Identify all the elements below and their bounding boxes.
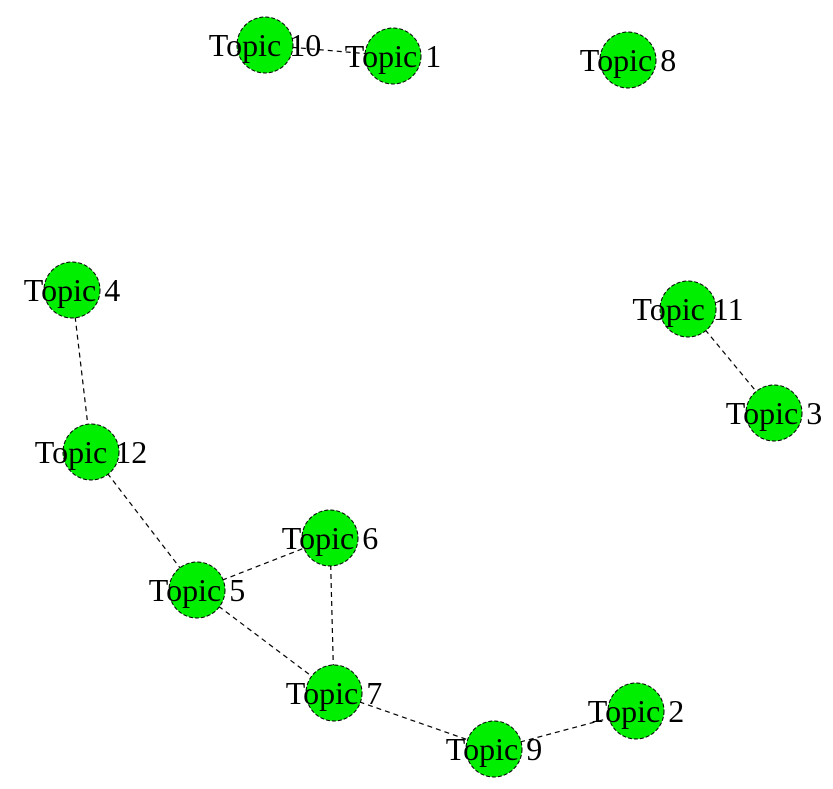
node-circle [305, 664, 363, 722]
node-label: Topic 4 [24, 272, 120, 308]
node-t12: Topic 12 [35, 423, 147, 481]
edge-t5-t7 [196, 589, 335, 694]
node-t9: Topic 9 [446, 720, 542, 778]
node-label: Topic 10 [209, 27, 321, 63]
node-label: Topic 6 [282, 520, 378, 556]
edges-layer [71, 44, 775, 750]
node-label: Topic 3 [726, 395, 822, 431]
node-circle [301, 509, 359, 567]
node-t5: Topic 5 [149, 561, 245, 619]
node-circle [43, 261, 101, 319]
node-label: Topic 12 [35, 434, 147, 470]
node-t11: Topic 11 [632, 280, 744, 338]
node-t2: Topic 2 [588, 682, 684, 740]
node-label: Topic 7 [286, 675, 382, 711]
node-label: Topic 9 [446, 731, 542, 767]
node-circle [62, 423, 120, 481]
node-circle [659, 280, 717, 338]
node-circle [599, 31, 657, 89]
node-label: Topic 8 [580, 42, 676, 78]
node-t4: Topic 4 [24, 261, 120, 319]
node-t6: Topic 6 [282, 509, 378, 567]
node-t3: Topic 3 [726, 384, 822, 442]
node-label: Topic 1 [345, 38, 441, 74]
edge-t12-t5 [90, 451, 198, 591]
node-circle [364, 27, 422, 85]
node-circle [168, 561, 226, 619]
node-circle [745, 384, 803, 442]
node-circle [236, 16, 294, 74]
node-t7: Topic 7 [286, 664, 382, 722]
node-circle [465, 720, 523, 778]
node-t1: Topic 1 [345, 27, 441, 85]
node-label: Topic 5 [149, 572, 245, 608]
node-circle [607, 682, 665, 740]
node-label: Topic 11 [632, 291, 743, 327]
node-label: Topic 2 [588, 693, 684, 729]
node-t8: Topic 8 [580, 31, 676, 89]
edge-t9-t2 [493, 710, 637, 750]
nodes-layer: Topic 10 Topic 1 Topic 8 Topic 4 Topic 11 Top… [24, 16, 822, 778]
node-t10: Topic 10 [209, 16, 321, 74]
